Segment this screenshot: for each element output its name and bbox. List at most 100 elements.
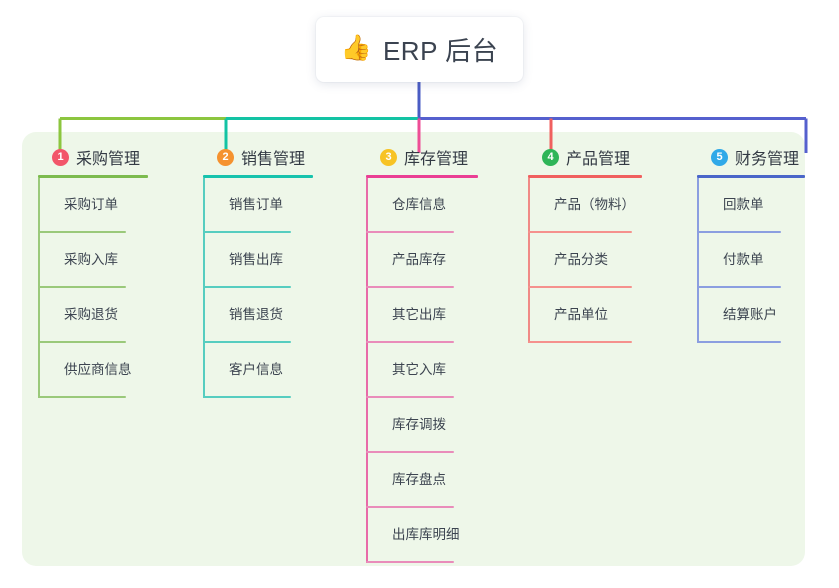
column-badge-1: 1 — [52, 148, 69, 166]
leaf-item[interactable]: 销售订单 — [203, 178, 351, 233]
leaf-item-underline — [697, 286, 781, 288]
leaf-item[interactable]: 产品单位 — [528, 288, 688, 343]
leaf-item-underline — [528, 341, 632, 343]
column-items-5: 回款单付款单结算账户 — [697, 178, 817, 343]
leaf-item-label: 仓库信息 — [392, 196, 446, 212]
column-badge-5: 5 — [711, 148, 728, 166]
column-items-1: 采购订单采购入库采购退货供应商信息 — [38, 178, 186, 398]
leaf-item[interactable]: 采购订单 — [38, 178, 186, 233]
leaf-item-label: 产品分类 — [554, 251, 608, 267]
leaf-item[interactable]: 其它入库 — [366, 343, 514, 398]
leaf-item-label: 出库库明细 — [392, 526, 460, 542]
leaf-item[interactable]: 产品（物料） — [528, 178, 688, 233]
leaf-item-underline — [366, 561, 454, 563]
column-1: 1 采购管理采购订单采购入库采购退货供应商信息 — [38, 146, 186, 398]
column-underline-1 — [38, 175, 148, 178]
leaf-item-underline — [528, 286, 632, 288]
column-items-4: 产品（物料） 产品分类产品单位 — [528, 178, 688, 343]
column-spine-4 — [528, 178, 530, 343]
leaf-item-underline — [203, 286, 291, 288]
leaf-item[interactable]: 出库库明细 — [366, 508, 514, 563]
leaf-item-underline — [203, 341, 291, 343]
column-header-4[interactable]: 4 产品管理 — [528, 146, 688, 168]
column-header-2[interactable]: 2 销售管理 — [203, 146, 351, 168]
column-spine-5 — [697, 178, 699, 343]
column-title-3: 库存管理 — [404, 151, 469, 168]
leaf-item[interactable]: 采购退货 — [38, 288, 186, 343]
column-spine-1 — [38, 178, 40, 398]
column-items-3: 仓库信息产品库存其它出库其它入库库存调拨库存盘点出库库明细 — [366, 178, 514, 563]
leaf-item-underline — [528, 231, 632, 233]
leaf-item[interactable]: 付款单 — [697, 233, 817, 288]
leaf-item-label: 销售退货 — [229, 306, 283, 322]
leaf-item-label: 采购订单 — [64, 196, 118, 212]
column-4: 4 产品管理产品（物料） 产品分类产品单位 — [528, 146, 688, 343]
leaf-item-underline — [697, 341, 781, 343]
leaf-item-label: 库存调拨 — [392, 416, 446, 432]
leaf-item[interactable]: 供应商信息 — [38, 343, 186, 398]
column-badge-3: 3 — [380, 148, 397, 166]
column-3: 3 库存管理仓库信息产品库存其它出库其它入库库存调拨库存盘点出库库明细 — [366, 146, 514, 563]
leaf-item-label: 客户信息 — [229, 361, 283, 377]
leaf-item-underline — [366, 506, 454, 508]
leaf-item[interactable]: 销售出库 — [203, 233, 351, 288]
title-card: 👍 ERP 后台 — [316, 17, 523, 82]
column-header-5[interactable]: 5 财务管理 — [697, 146, 817, 168]
column-badge-4: 4 — [542, 148, 559, 166]
column-title-1: 采购管理 — [76, 151, 141, 168]
column-title-4: 产品管理 — [566, 151, 631, 168]
column-2: 2 销售管理销售订单销售出库销售退货客户信息 — [203, 146, 351, 398]
column-underline-5 — [697, 175, 805, 178]
column-header-3[interactable]: 3 库存管理 — [366, 146, 514, 168]
leaf-item-label: 产品（物料） — [554, 196, 635, 212]
thumbs-up-icon: 👍 — [340, 34, 372, 62]
leaf-item-label: 采购入库 — [64, 251, 118, 267]
leaf-item-underline — [38, 341, 126, 343]
leaf-item[interactable]: 其它出库 — [366, 288, 514, 343]
column-title-2: 销售管理 — [241, 151, 306, 168]
column-items-2: 销售订单销售出库销售退货客户信息 — [203, 178, 351, 398]
leaf-item[interactable]: 产品分类 — [528, 233, 688, 288]
leaf-item-underline — [697, 231, 781, 233]
leaf-item-label: 库存盘点 — [392, 471, 446, 487]
leaf-item-label: 结算账户 — [723, 306, 777, 322]
leaf-item[interactable]: 回款单 — [697, 178, 817, 233]
column-underline-2 — [203, 175, 313, 178]
leaf-item-label: 付款单 — [723, 251, 764, 267]
leaf-item[interactable]: 采购入库 — [38, 233, 186, 288]
leaf-item-underline — [366, 451, 454, 453]
leaf-item-label: 销售订单 — [229, 196, 283, 212]
leaf-item-label: 产品库存 — [392, 251, 446, 267]
leaf-item-label: 销售出库 — [229, 251, 283, 267]
column-title-5: 财务管理 — [735, 151, 800, 168]
leaf-item-underline — [38, 286, 126, 288]
column-header-1[interactable]: 1 采购管理 — [38, 146, 186, 168]
leaf-item-underline — [38, 396, 126, 398]
column-underline-4 — [528, 175, 642, 178]
column-5: 5 财务管理回款单付款单结算账户 — [697, 146, 817, 343]
leaf-item-label: 产品单位 — [554, 306, 608, 322]
leaf-item-underline — [203, 396, 291, 398]
leaf-item[interactable]: 销售退货 — [203, 288, 351, 343]
leaf-item[interactable]: 库存调拨 — [366, 398, 514, 453]
leaf-item-underline — [203, 231, 291, 233]
leaf-item[interactable]: 产品库存 — [366, 233, 514, 288]
column-underline-3 — [366, 175, 478, 178]
leaf-item[interactable]: 库存盘点 — [366, 453, 514, 508]
leaf-item-underline — [38, 231, 126, 233]
leaf-item-label: 采购退货 — [64, 306, 118, 322]
main-panel — [22, 132, 805, 566]
leaf-item[interactable]: 结算账户 — [697, 288, 817, 343]
leaf-item-underline — [366, 341, 454, 343]
column-badge-2: 2 — [217, 148, 234, 166]
leaf-item[interactable]: 客户信息 — [203, 343, 351, 398]
column-spine-2 — [203, 178, 205, 398]
leaf-item[interactable]: 仓库信息 — [366, 178, 514, 233]
leaf-item-label: 其它出库 — [392, 306, 446, 322]
column-spine-3 — [366, 178, 368, 563]
leaf-item-label: 回款单 — [723, 196, 764, 212]
leaf-item-label: 供应商信息 — [64, 361, 132, 377]
page-title: ERP 后台 — [382, 36, 499, 66]
leaf-item-label: 其它入库 — [392, 361, 446, 377]
